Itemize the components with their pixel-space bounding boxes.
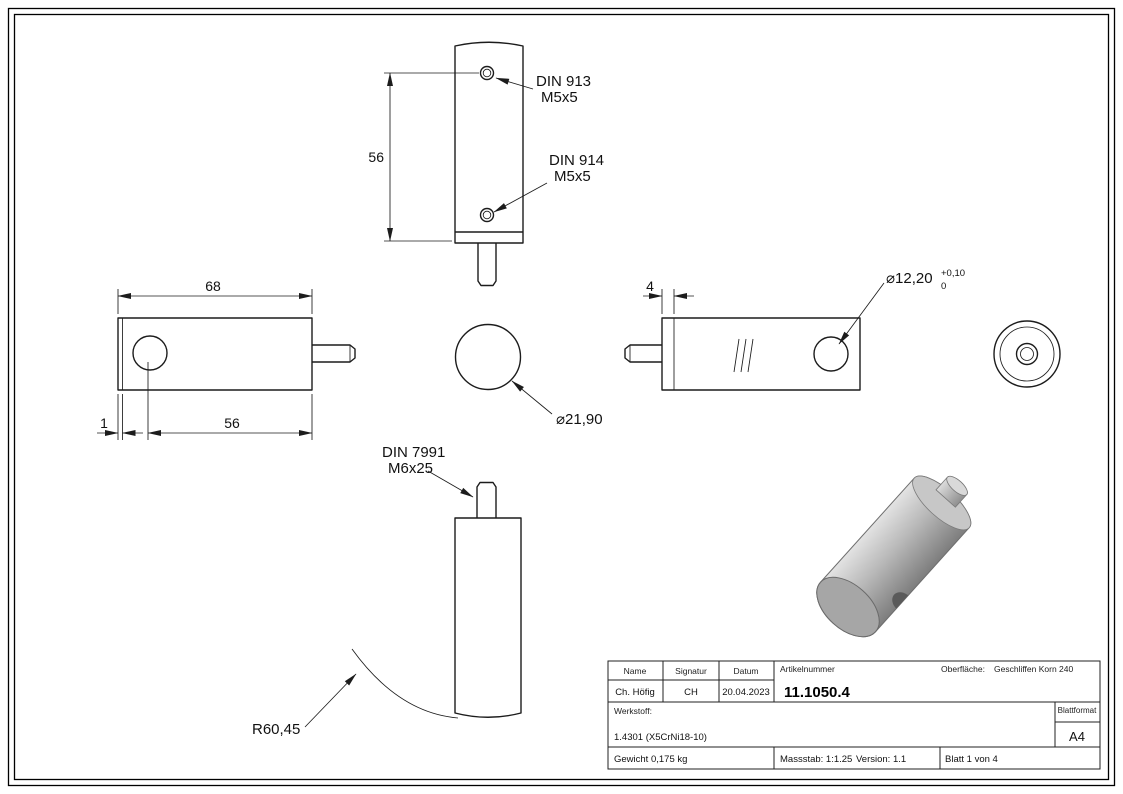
callout-din7991: DIN 7991 M6x25	[382, 444, 474, 498]
dim-56-vertical: 56	[368, 72, 479, 242]
setscrew-top-inner	[482, 68, 492, 78]
dia-hole-label: ⌀12,20	[886, 270, 933, 287]
tb-name-value: Ch. Höfig	[615, 687, 655, 698]
dim-56-horizontal: 56	[147, 362, 313, 440]
lower-body	[454, 517, 522, 718]
title-block: Name Signatur Datum Artikelnummer Oberfl…	[607, 660, 1101, 770]
front-pin	[477, 243, 497, 287]
tb-signature-value: CH	[684, 687, 698, 698]
tb-version: Version: 1.1	[856, 754, 906, 765]
view-end-right	[993, 320, 1061, 388]
page-border-outer	[7, 7, 1116, 787]
tb-article-value: 11.1050.4	[784, 684, 851, 701]
tb-surface-value: Geschliffen Korn 240	[994, 664, 1073, 674]
iso-end-face	[816, 576, 880, 638]
cross-hole	[132, 335, 168, 371]
din914-size-label: M5x5	[554, 168, 591, 185]
lower-pin	[476, 481, 497, 518]
end-outer-circle	[993, 320, 1061, 388]
tb-name-label: Name	[624, 666, 647, 676]
dia-hole-tol-plus: +0,10	[941, 268, 965, 279]
callout-din914: DIN 914 M5x5	[493, 152, 604, 213]
end-pin-circle	[1015, 342, 1039, 366]
tb-signature-label: Signatur	[675, 666, 707, 676]
left-body	[117, 317, 313, 391]
right-body	[661, 317, 861, 391]
end-pin-inner-circle	[1020, 347, 1034, 361]
tb-date-label: Datum	[733, 666, 758, 676]
dia-hole-tol-minus: 0	[941, 281, 946, 292]
setscrew-top-outer	[479, 65, 495, 81]
dim-1: 1	[97, 394, 143, 440]
view-side-right	[624, 317, 861, 391]
dim-4: 4	[643, 278, 694, 314]
tb-surface-label: Oberfläche:	[941, 664, 985, 674]
tb-material-value: 1.4301 (X5CrNi18-10)	[614, 732, 707, 743]
din7991-label: DIN 7991	[382, 444, 445, 461]
tb-format-value: A4	[1069, 729, 1085, 744]
left-pin	[312, 344, 356, 363]
callout-din913: DIN 913 M5x5	[495, 73, 591, 106]
dim-step-label: 4	[646, 278, 654, 294]
body-diameter-circle	[454, 323, 522, 391]
tb-sheet: Blatt 1 von 4	[945, 754, 998, 765]
right-pin	[624, 344, 662, 363]
tb-date-value: 20.04.2023	[722, 687, 770, 698]
page-border-inner	[13, 13, 1110, 781]
view-front-lower	[454, 481, 522, 718]
leader-line	[493, 182, 548, 213]
front-body	[454, 41, 524, 244]
view-front-upper	[454, 41, 524, 287]
cross-hole-right	[813, 336, 849, 372]
din913-label: DIN 913	[536, 73, 591, 90]
radius-label: R60,45	[252, 721, 300, 738]
surface-mark	[740, 338, 747, 373]
din914-label: DIN 914	[549, 152, 604, 169]
surface-mark	[733, 338, 740, 373]
iso-stud-cap	[946, 475, 968, 496]
view-side-left	[117, 317, 356, 391]
dia-body-label: ⌀21,90	[556, 411, 603, 428]
view-isometric	[816, 475, 972, 638]
leader-line	[511, 380, 553, 415]
radius-arc	[351, 648, 459, 719]
tb-scale: Massstab: 1:1.25	[780, 754, 852, 765]
leader-line	[427, 470, 474, 498]
dim-height-label: 56	[368, 149, 384, 165]
dim-hole-pos-label: 56	[224, 415, 240, 431]
setscrew-bottom-outer	[479, 207, 495, 223]
din7991-size-label: M6x25	[388, 460, 433, 477]
leader-line	[838, 282, 885, 345]
tb-weight: Gewicht 0,175 kg	[614, 754, 687, 765]
leader-line	[304, 673, 357, 728]
din913-size-label: M5x5	[541, 89, 578, 106]
dim-length-label: 68	[205, 278, 221, 294]
end-ring-circle	[999, 326, 1055, 382]
dim-edge-label: 1	[100, 415, 108, 431]
leader-line	[495, 77, 534, 90]
dim-68: 68	[117, 278, 313, 314]
tb-format-label: Blattformat	[1058, 706, 1097, 715]
view-end-center: ⌀21,90	[454, 323, 603, 428]
callout-dia-hole: ⌀12,20 +0,10 0	[838, 268, 965, 345]
callout-radius: R60,45	[252, 648, 459, 738]
surface-mark	[747, 338, 754, 373]
title-block-frame	[607, 660, 1101, 770]
setscrew-bottom-inner	[482, 210, 492, 220]
tb-article-label: Artikelnummer	[780, 664, 835, 674]
tb-material-label: Werkstoff:	[614, 706, 652, 716]
